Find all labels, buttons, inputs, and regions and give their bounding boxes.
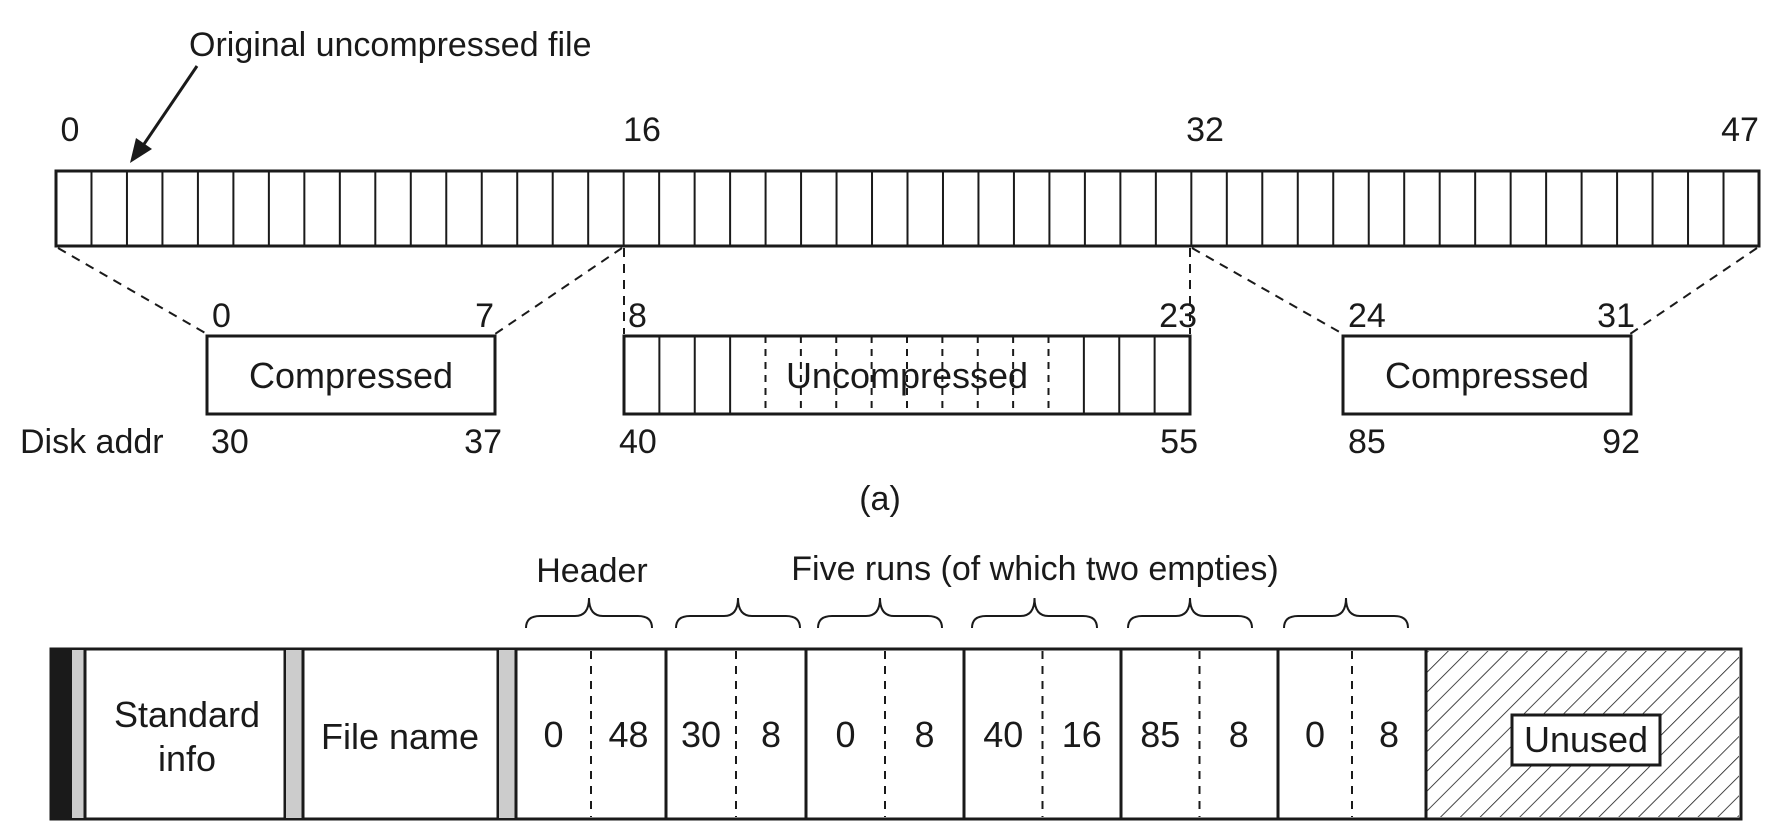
file-name-label: File name [321, 716, 479, 757]
run-pairs: 0 48 30 8 0 8 40 16 85 8 0 8 [543, 649, 1399, 819]
segment-start-label: 8 [628, 297, 647, 335]
caption-a: (a) [859, 480, 901, 518]
standard-info-label: Standard [114, 694, 260, 735]
run-value-a: 0 [835, 714, 855, 755]
run-value-b: 8 [914, 714, 934, 755]
attribute-header-bar [70, 648, 86, 820]
braces [525, 597, 1409, 629]
segment-end-label: 31 [1597, 297, 1635, 335]
segment-end-label: 23 [1159, 297, 1197, 335]
uncompressed-block-dividers [658, 336, 1156, 414]
disk-start-label: 85 [1348, 423, 1386, 461]
segment-compressed-1: 0 7 Compressed 30 37 [205, 297, 502, 461]
disk-end-label: 55 [1160, 423, 1198, 461]
run-value-b: 8 [1379, 714, 1399, 755]
run-value-b: 48 [608, 714, 648, 755]
segment-start-label: 24 [1348, 297, 1386, 335]
disk-addr-label: Disk addr [20, 423, 164, 461]
disk-start-label: 40 [619, 423, 657, 461]
unused-box [1510, 713, 1662, 767]
run-value-b: 16 [1062, 714, 1102, 755]
attribute-header-bar [284, 648, 304, 820]
run-value-a: 0 [1305, 714, 1325, 755]
original-file-label: Original uncompressed file [189, 26, 592, 64]
attribute-header-bar [497, 648, 517, 820]
tick-label-47: 47 [1721, 111, 1759, 149]
segment-label: Uncompressed [786, 355, 1028, 396]
segment-label: Compressed [1385, 355, 1589, 396]
compressed-block [1341, 334, 1633, 416]
runs-label: Five runs (of which two empties) [791, 550, 1279, 588]
segment-compressed-2: 24 31 Compressed 85 92 [1341, 297, 1640, 461]
segment-uncompressed: 8 23 Uncompressed 40 55 [619, 297, 1198, 461]
brace-icon [1127, 597, 1253, 629]
compressed-block [205, 334, 497, 416]
brace-icon [817, 597, 943, 629]
disk-end-label: 92 [1602, 423, 1640, 461]
brace-icon [971, 597, 1098, 629]
header-label: Header [536, 552, 648, 590]
segment-label: Compressed [249, 355, 453, 396]
tick-label-start: 0 [61, 111, 80, 149]
arrowhead-icon [130, 138, 152, 163]
tick-label-32: 32 [1186, 111, 1224, 149]
segment-end-label: 7 [475, 297, 494, 335]
tick-label-16: 16 [623, 111, 661, 149]
run-value-b: 8 [1229, 714, 1249, 755]
brace-icon [525, 597, 653, 629]
disk-start-label: 30 [211, 423, 249, 461]
segment-start-label: 0 [212, 297, 231, 335]
brace-icon [1283, 597, 1409, 629]
run-value-b: 8 [761, 714, 781, 755]
unused-label: Unused [1524, 719, 1648, 760]
part-b: Header Five runs (of which two empties) … [49, 550, 1743, 821]
record-start-bar [51, 649, 71, 819]
run-value-a: 0 [543, 714, 563, 755]
run-value-a: 30 [681, 714, 721, 755]
run-value-a: 85 [1140, 714, 1180, 755]
file-block-dividers [90, 171, 1725, 246]
disk-end-label: 37 [464, 423, 502, 461]
mapping-lines [57, 247, 1758, 335]
run-value-a: 40 [983, 714, 1023, 755]
arrow [130, 65, 199, 163]
part-a: Original uncompressed file 0 16 32 47 0 … [20, 26, 1761, 518]
brace-icon [675, 597, 801, 629]
standard-info-label-line2: info [158, 738, 216, 779]
